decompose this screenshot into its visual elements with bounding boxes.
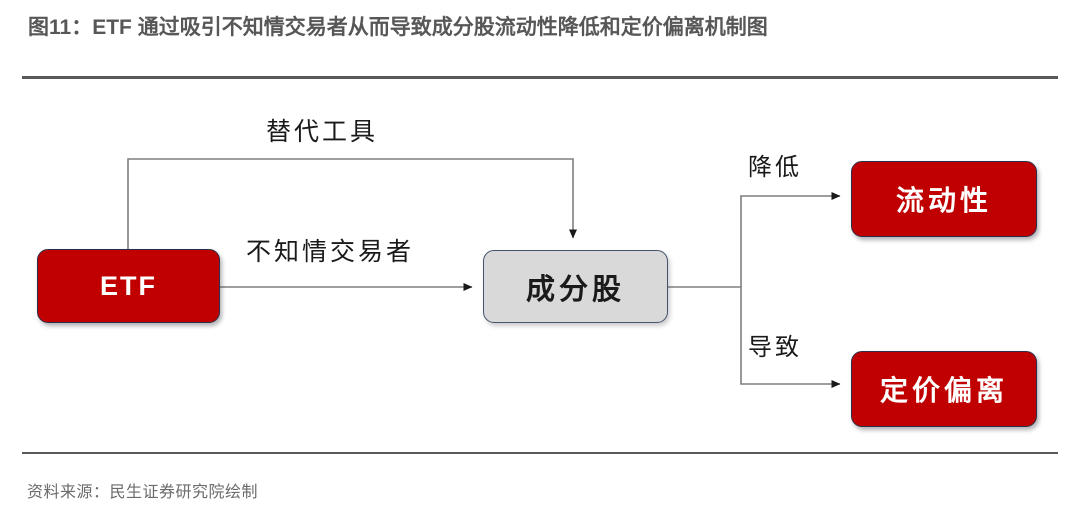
edge-etf-to-components-top: [127, 158, 577, 249]
node-components[interactable]: 成分股: [483, 250, 668, 323]
edge-label-reduce: 降低: [748, 153, 802, 181]
flowchart-diagram: ETF 成分股 流动性 定价偏离 替代工具 不知情交易者 降低 导致: [0, 86, 1080, 446]
node-etf-label: ETF: [100, 270, 157, 301]
node-mispricing-label: 定价偏离: [879, 374, 1008, 407]
edge-label-substitute: 替代工具: [266, 117, 379, 146]
connector-layer: [127, 158, 841, 388]
edge-components-to-liquidity: [740, 192, 841, 287]
edge-label-cause: 导致: [748, 333, 802, 361]
source-note: 资料来源：民生证券研究院绘制: [27, 484, 259, 501]
node-mispricing[interactable]: 定价偏离: [851, 351, 1037, 427]
edge-components-to-mispricing: [740, 287, 841, 388]
figure-title: 图11：ETF 通过吸引不知情交易者从而导致成分股流动性降低和定价偏离机制图: [28, 16, 768, 39]
edge-label-uninformed-traders: 不知情交易者: [246, 237, 415, 266]
title-divider: [22, 76, 1058, 79]
node-liquidity-label: 流动性: [895, 184, 992, 217]
node-liquidity[interactable]: 流动性: [851, 161, 1037, 237]
node-components-label: 成分股: [525, 271, 625, 306]
footer-divider: [22, 452, 1058, 454]
node-etf[interactable]: ETF: [37, 249, 220, 323]
